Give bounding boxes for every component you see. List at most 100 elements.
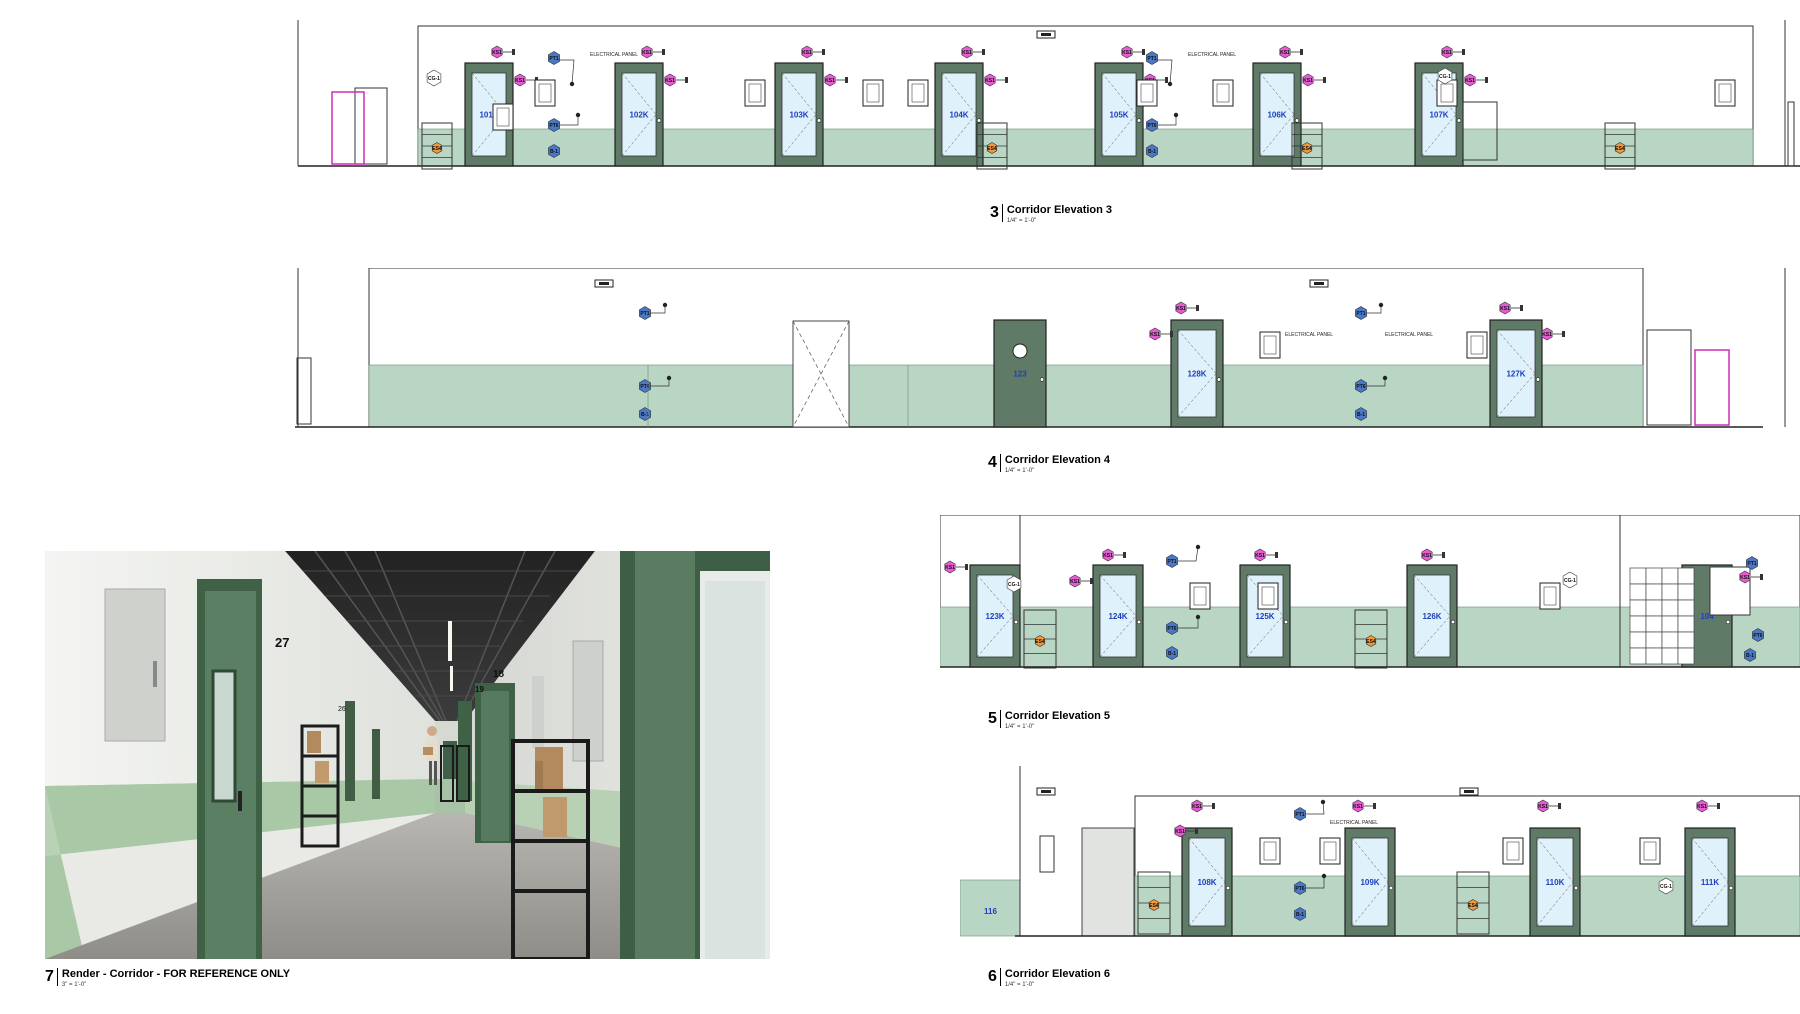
- pt1-tag-label: PT1: [1356, 311, 1365, 317]
- cg1-tag-hex: [426, 69, 442, 87]
- leader-dot: [1195, 544, 1201, 550]
- door-frame: [993, 319, 1047, 428]
- electrical-panel-box: [1136, 79, 1158, 107]
- electrical-panel-door: [1216, 83, 1230, 103]
- sink-unit: [1462, 101, 1498, 161]
- electrical-panel-door: [1261, 586, 1275, 606]
- ks-tag: KS1: [1739, 570, 1751, 584]
- shelving-cart: [1137, 871, 1171, 935]
- b1-tag-hex: [1744, 648, 1756, 662]
- pt1-tag: PT1: [1355, 306, 1367, 320]
- ks-tag-hex: [801, 45, 813, 59]
- locker-cell: [1645, 599, 1663, 617]
- es-tag-hex: [431, 142, 443, 154]
- ks-tag: KS1: [1121, 45, 1133, 59]
- pt6-tag-hex: [548, 118, 560, 132]
- pt1-tag-label: PT1: [640, 311, 649, 317]
- ks-tag-label: KS1: [825, 78, 835, 84]
- electrical-panel-box: [1259, 331, 1281, 359]
- electrical-panel-door: [1263, 841, 1277, 861]
- door-swing-line: [1099, 574, 1137, 617]
- b1-tag: B-1: [1146, 144, 1158, 158]
- leader-line: [1367, 378, 1386, 387]
- locker-cell: [1661, 583, 1679, 601]
- es-tag-hex: [1365, 635, 1377, 647]
- view-title: Corridor Elevation 5: [1004, 710, 1111, 722]
- view-number: 7: [45, 968, 58, 986]
- door-swing-line: [1259, 114, 1295, 157]
- ks-tag: KS1: [984, 73, 996, 87]
- ks-tag-label: KS1: [1422, 553, 1432, 559]
- door-glass: [1691, 837, 1729, 927]
- ks-tag: KS1: [1102, 548, 1114, 562]
- ks-device: [1196, 305, 1199, 311]
- ks-tag-label: KS1: [492, 50, 502, 56]
- door-number: 104: [1700, 612, 1714, 621]
- equipment-cabinet: [354, 87, 388, 165]
- es-tag-label: ES4: [987, 146, 997, 152]
- electrical-panel-door: [1193, 586, 1207, 606]
- door-number: 126K: [1422, 612, 1441, 621]
- cg1-tag-hex: [1658, 877, 1674, 895]
- b1-tag-hex: [1166, 646, 1178, 660]
- accessibility-icon: [1012, 343, 1028, 359]
- room-number-26: 26: [338, 706, 346, 713]
- leader-line: [1306, 876, 1325, 889]
- cg1-tag-hex: [1562, 571, 1578, 589]
- locker-cell: [1661, 631, 1679, 649]
- pt6-tag-hex: [1355, 379, 1367, 393]
- ks-device: [1275, 552, 1278, 558]
- ks-tag: KS1: [1174, 824, 1186, 838]
- door-number: 124K: [1108, 612, 1127, 621]
- door-handle: [1456, 118, 1462, 123]
- pt1-tag-hex: [1355, 306, 1367, 320]
- ks-tag-label: KS1: [1175, 829, 1185, 835]
- view-scale: 1/4" = 1'-0": [1004, 724, 1035, 730]
- ks-tag-hex: [944, 560, 956, 574]
- es-tag: ES4: [1301, 142, 1313, 154]
- ks-device: [1462, 49, 1465, 55]
- ks-device: [1485, 77, 1488, 83]
- ks-tag-hex: [1102, 548, 1114, 562]
- locker-cell: [1629, 631, 1647, 649]
- ks-tag-label: KS1: [1255, 553, 1265, 559]
- ks-tag-label: KS1: [1103, 553, 1113, 559]
- leader-dot: [1378, 302, 1384, 308]
- es-tag-label: ES4: [1035, 639, 1045, 645]
- ks-tag-hex: [1464, 73, 1476, 87]
- elevation-3-drawing: CG-1101KKS1KS1102KKS1KS1103KKS1KS1104KKS…: [297, 20, 1800, 170]
- es-tag-label: ES4: [1366, 639, 1376, 645]
- door-swing-line: [1413, 574, 1451, 617]
- pt6-tag-label: PT6: [549, 123, 558, 129]
- es-tag: ES4: [1467, 899, 1479, 911]
- leader-dot: [1382, 375, 1388, 381]
- door-swing-line: [781, 72, 817, 115]
- door-109K: 109K: [1344, 827, 1396, 937]
- leader-dot: [662, 302, 668, 308]
- ks-tag-label: KS1: [1697, 804, 1707, 810]
- ks-device: [845, 77, 848, 83]
- pt6-tag-label: PT6: [1167, 626, 1176, 632]
- ks-tag-label: KS1: [1192, 804, 1202, 810]
- door-swing-line: [941, 114, 977, 157]
- electrical-panel-door: [1263, 335, 1277, 355]
- door-glass: [1177, 329, 1217, 418]
- door-104K: 104K: [934, 62, 984, 167]
- b1-tag-label: B-1: [550, 149, 558, 155]
- exit-sign-mark: [1041, 790, 1051, 793]
- ks-tag-hex: [491, 45, 503, 59]
- locker-cell: [1661, 567, 1679, 585]
- pt6-tag: PT6: [1752, 628, 1764, 642]
- ks-device: [1562, 331, 1565, 337]
- elevation-6-title-block: 6 Corridor Elevation 6 1/4" = 1'-0": [988, 968, 1110, 989]
- side-ladder: [296, 357, 312, 425]
- ks-tag: KS1: [1254, 548, 1266, 562]
- leader-line: [1306, 801, 1325, 815]
- ks-tag-hex: [961, 45, 973, 59]
- ks-tag-hex: [1149, 327, 1161, 341]
- electrical-panel-door: [1323, 841, 1337, 861]
- locker-cell: [1629, 599, 1647, 617]
- b1-tag-label: B-1: [641, 412, 649, 418]
- door-handle: [1294, 118, 1300, 123]
- leader-dot: [569, 81, 575, 87]
